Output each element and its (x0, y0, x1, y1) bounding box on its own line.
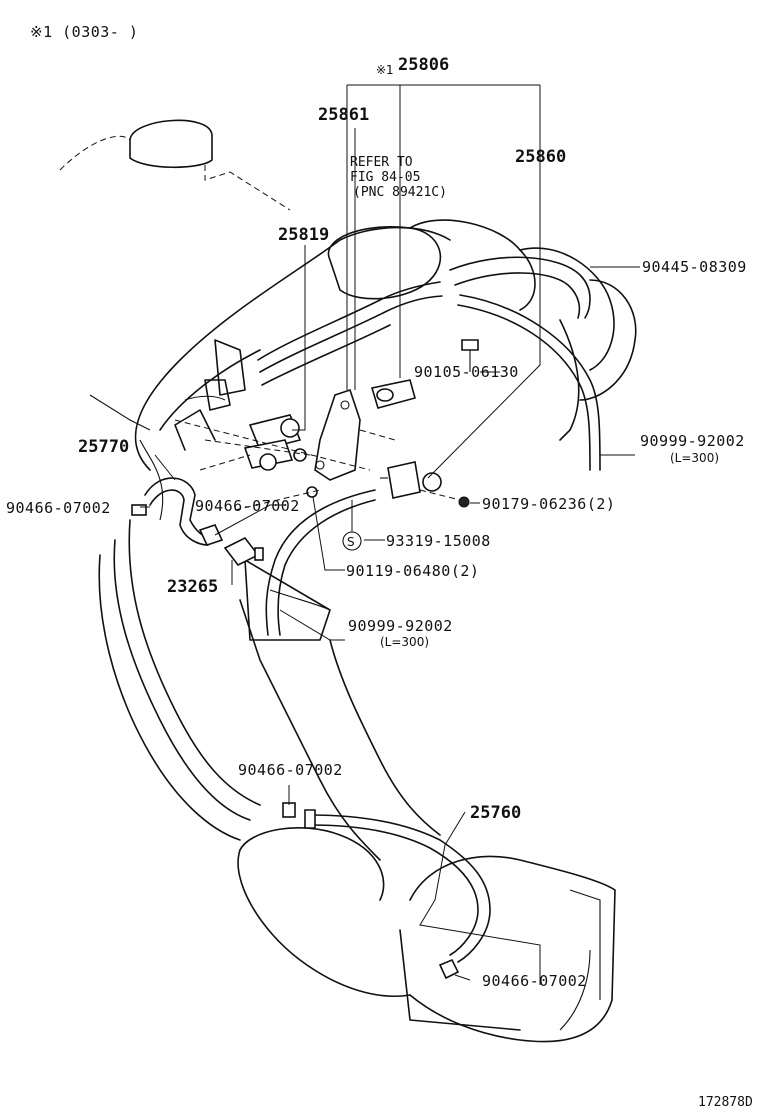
label-25860: 25860 (515, 147, 566, 167)
hoses (144, 256, 601, 963)
label-23265: 23265 (167, 577, 218, 597)
label-90105-06130: 90105-06130 (414, 363, 519, 381)
label-25806-mark: ※1 (376, 63, 394, 77)
s-mark-circle (342, 531, 362, 551)
label-90119-06480: 90119-06480(2) (346, 562, 479, 580)
leader-lines (140, 84, 640, 985)
label-90466-07002-bottom: 90466-07002 (482, 972, 587, 990)
label-25770: 25770 (78, 437, 129, 457)
label-93319-s-mark: S (347, 535, 355, 549)
refer-note-line3: (PNC 89421C) (353, 185, 447, 200)
part-labels: ※1 25806 25861 25860 REFER TO FIG 84-05 … (6, 55, 753, 1110)
label-90999-upper-length: (L=300) (670, 451, 719, 465)
label-90445-08309: 90445-08309 (642, 258, 747, 276)
intake-outline (59, 119, 637, 1043)
refer-note-line1: REFER TO (350, 155, 413, 170)
label-25760: 25760 (470, 803, 521, 823)
label-90999-92002-lower: 90999-92002 (348, 617, 453, 635)
label-90466-07002-left: 90466-07002 (6, 499, 111, 517)
label-90999-lower-length: (L=300) (380, 635, 429, 649)
label-25806: 25806 (398, 55, 449, 75)
refer-note-line2: FIG 84-05 (350, 170, 420, 185)
label-90466-07002-center: 90466-07002 (195, 497, 300, 515)
label-90999-92002-upper: 90999-92002 (640, 432, 745, 450)
header-note: ※1 (0303- ) (30, 23, 138, 41)
label-90179-06236: 90179-06236(2) (482, 495, 615, 513)
label-90466-07002-lower: 90466-07002 (238, 761, 343, 779)
label-25861: 25861 (318, 105, 369, 125)
figure-code: 172878D (698, 1095, 753, 1110)
label-25819: 25819 (278, 225, 329, 245)
components (131, 339, 479, 980)
label-93319-15008: 93319-15008 (386, 532, 491, 550)
